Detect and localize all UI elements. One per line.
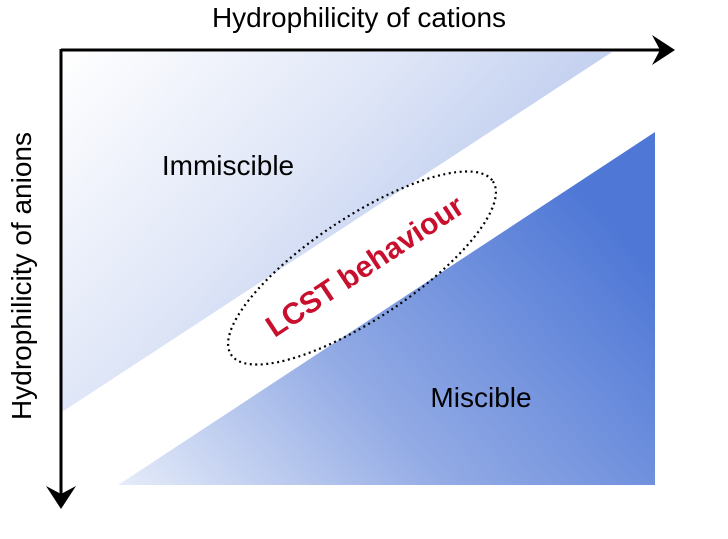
- miscible-region: [118, 132, 655, 485]
- y-axis-label: Hydrophilicity of anions: [6, 132, 37, 420]
- immiscible-region: [62, 52, 612, 412]
- x-axis-label: Hydrophilicity of cations: [212, 2, 506, 33]
- miscible-label: Miscible: [430, 382, 531, 413]
- y-axis: [46, 49, 76, 509]
- x-axis-arrow-icon: [652, 35, 675, 65]
- immiscible-label: Immiscible: [162, 150, 294, 181]
- y-axis-arrow-icon: [46, 486, 76, 509]
- x-axis: [61, 35, 675, 65]
- lcst-ellipse: [226, 170, 498, 366]
